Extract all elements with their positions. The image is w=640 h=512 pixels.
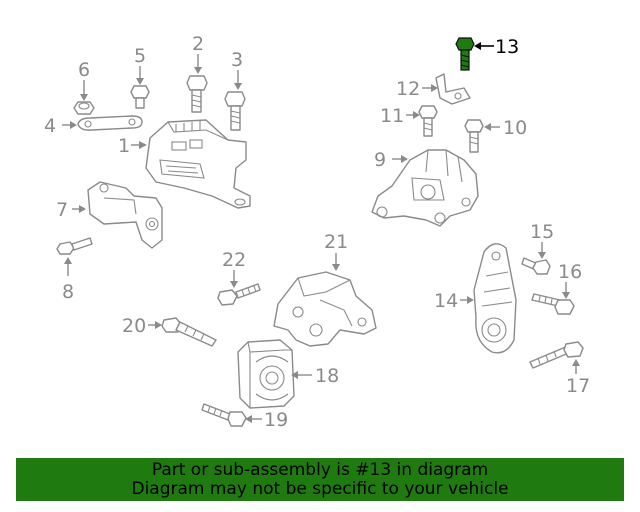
arrow-4 [70,121,77,129]
part-15-bolt[interactable] [521,257,551,275]
callout-21[interactable]: 21 [324,231,348,253]
info-banner: Part or sub-assembly is #13 in diagram D… [16,458,624,501]
arrow-8 [64,257,72,264]
callout-15[interactable]: 15 [530,221,554,243]
arrow-18 [291,371,298,379]
callout-22[interactable]: 22 [222,249,246,271]
part-17-bolt[interactable] [529,341,584,369]
arrow-7 [79,205,86,213]
part-13-bolt[interactable] [455,37,475,71]
callout-3[interactable]: 3 [231,49,243,71]
part-1-engine-mount[interactable] [145,119,251,209]
callout-5[interactable]: 5 [134,45,146,67]
arrow-22 [230,281,238,288]
callout-13[interactable]: 13 [495,36,519,58]
arrow-17 [572,359,580,366]
callout-12[interactable]: 12 [396,78,420,100]
part-8-bolt[interactable] [56,237,93,255]
callout-19[interactable]: 19 [264,409,288,431]
arrow-21 [332,264,340,271]
part-14-torque-strut[interactable] [473,243,517,354]
part-19-bolt[interactable] [201,403,247,427]
part-3-bolt[interactable] [224,91,246,131]
part-18-mount-block[interactable] [237,339,295,409]
part-4-bracket[interactable] [77,115,143,131]
arrow-9 [401,155,408,163]
arrow-10 [484,123,491,131]
callout-4[interactable]: 4 [44,115,56,137]
arrow-20 [155,321,162,329]
arrow-14 [467,296,474,304]
banner-line-1: Part or sub-assembly is #13 in diagram [151,459,489,480]
part-12-bracket[interactable] [435,73,471,105]
part-22-bolt[interactable] [217,283,261,306]
part-20-bolt[interactable] [161,317,217,347]
banner-line-2: Diagram may not be specific to your vehi… [131,478,509,499]
callout-1[interactable]: 1 [118,135,130,157]
part-7-bracket[interactable] [87,181,163,249]
arrow-15 [538,252,546,259]
callout-17[interactable]: 17 [566,375,590,397]
arrow-2 [194,67,202,74]
arrow-5 [136,78,144,85]
arrow-6 [80,94,88,101]
callout-6[interactable]: 6 [78,59,90,81]
callout-16[interactable]: 16 [558,261,582,283]
callout-7[interactable]: 7 [56,199,68,221]
arrow-12 [431,84,438,92]
callout-10[interactable]: 10 [503,117,527,139]
arrow-3 [234,83,242,90]
arrow-16 [562,292,570,299]
part-10-bolt[interactable] [464,119,484,153]
arrow-11 [413,111,420,119]
part-16-bolt[interactable] [531,293,575,315]
part-6-nut[interactable] [73,101,95,115]
callout-8[interactable]: 8 [62,281,74,303]
callout-9[interactable]: 9 [374,149,386,171]
arrow-13 [474,42,481,50]
callout-11[interactable]: 11 [380,105,404,127]
arrow-19 [245,415,252,423]
part-21-mount-bracket[interactable] [273,271,377,347]
part-2-bolt[interactable] [186,75,208,113]
part-9-transmission-mount[interactable] [371,149,479,227]
callout-18[interactable]: 18 [315,365,339,387]
part-5-bolt[interactable] [130,85,150,109]
callout-20[interactable]: 20 [122,315,146,337]
arrow-1 [139,141,147,149]
callout-14[interactable]: 14 [434,290,458,312]
callout-2[interactable]: 2 [192,33,204,55]
part-11-bolt[interactable] [418,105,438,137]
